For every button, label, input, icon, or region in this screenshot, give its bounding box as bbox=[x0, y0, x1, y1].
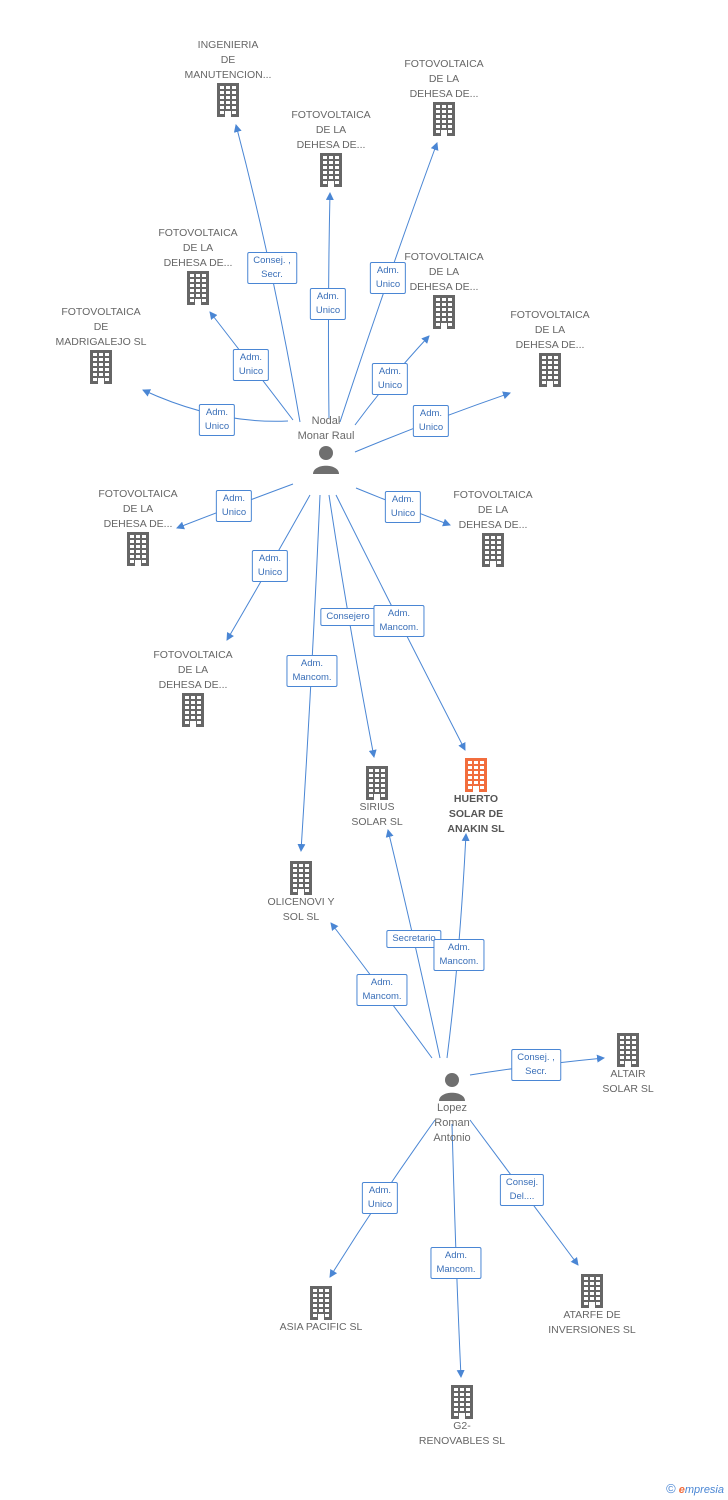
company-label: SIRIUS SOLAR SL bbox=[351, 801, 403, 828]
company-node-altair[interactable]: ALTAIR SOLAR SL bbox=[573, 1033, 683, 1097]
company-node-olicenovi[interactable]: OLICENOVI Y SOL SL bbox=[246, 861, 356, 925]
building-icon bbox=[246, 861, 356, 895]
building-icon bbox=[173, 83, 283, 117]
building-icon bbox=[421, 758, 531, 792]
company-node-foto6[interactable]: FOTOVOLTAICA DE LA DEHESA DE... bbox=[83, 487, 193, 566]
company-label: FOTOVOLTAICA DE LA DEHESA DE... bbox=[158, 227, 238, 269]
edge-label-nodal-foto4: Adm. Unico bbox=[371, 363, 409, 395]
edge-label-nodal-foto6: Adm. Unico bbox=[215, 490, 253, 522]
edge-label-nodal-sirius: Consejero bbox=[320, 608, 376, 626]
company-label: INGENIERIA DE MANUTENCION... bbox=[184, 39, 272, 81]
company-label: FOTOVOLTAICA DE LA DEHESA DE... bbox=[404, 58, 484, 100]
building-icon bbox=[407, 1385, 517, 1419]
company-node-g2[interactable]: G2- RENOVABLES SL bbox=[407, 1385, 517, 1449]
edge-label-nodal-foto8: Adm. Unico bbox=[251, 550, 289, 582]
building-icon bbox=[438, 533, 548, 567]
company-node-foto3[interactable]: FOTOVOLTAICA DE LA DEHESA DE... bbox=[143, 226, 253, 305]
edge-label-nodal-huerto: Adm. Mancom. bbox=[373, 605, 425, 637]
company-node-sirius[interactable]: SIRIUS SOLAR SL bbox=[322, 766, 432, 830]
edge-label-nodal-foto3: Adm. Unico bbox=[232, 349, 270, 381]
edge-label-nodal-foto2: Adm. Unico bbox=[309, 288, 347, 320]
person-node-nodal[interactable]: Nodal Monar Raul bbox=[271, 414, 381, 474]
company-node-foto1[interactable]: FOTOVOLTAICA DE LA DEHESA DE... bbox=[389, 57, 499, 136]
building-icon bbox=[389, 295, 499, 329]
building-icon bbox=[266, 1286, 376, 1320]
building-icon bbox=[138, 693, 248, 727]
copyright-footer: ©empresia bbox=[666, 1481, 724, 1496]
edge-label-nodal-ingenieria: Consej. , Secr. bbox=[247, 252, 297, 284]
company-node-asia[interactable]: ASIA PACIFIC SL bbox=[266, 1286, 376, 1335]
building-icon bbox=[389, 102, 499, 136]
company-node-foto2[interactable]: FOTOVOLTAICA DE LA DEHESA DE... bbox=[276, 108, 386, 187]
building-icon bbox=[322, 766, 432, 800]
edge-label-lopez-huerto: Adm. Mancom. bbox=[433, 939, 485, 971]
person-label: Lopez Roman Antonio bbox=[433, 1102, 471, 1144]
company-label: ASIA PACIFIC SL bbox=[279, 1321, 363, 1333]
company-node-ingenieria[interactable]: INGENIERIA DE MANUTENCION... bbox=[173, 38, 283, 117]
edge-label-lopez-g2: Adm. Mancom. bbox=[430, 1247, 482, 1279]
edge-label-nodal-foto1: Adm. Unico bbox=[369, 262, 407, 294]
edge-label-nodal-madrigalejo: Adm. Unico bbox=[198, 404, 236, 436]
company-label: HUERTO SOLAR DE ANAKIN SL bbox=[447, 793, 505, 835]
building-icon bbox=[276, 153, 386, 187]
edge-label-lopez-asia: Adm. Unico bbox=[361, 1182, 399, 1214]
company-label: ATARFE DE INVERSIONES SL bbox=[548, 1309, 636, 1336]
edge-label-lopez-altair: Consej. , Secr. bbox=[511, 1049, 561, 1081]
company-node-huerto[interactable]: HUERTO SOLAR DE ANAKIN SL bbox=[421, 758, 531, 837]
person-icon bbox=[271, 444, 381, 474]
company-node-foto7[interactable]: FOTOVOLTAICA DE LA DEHESA DE... bbox=[438, 488, 548, 567]
company-label: FOTOVOLTAICA DE LA DEHESA DE... bbox=[291, 109, 371, 151]
building-icon bbox=[83, 532, 193, 566]
company-label: FOTOVOLTAICA DE LA DEHESA DE... bbox=[98, 488, 178, 530]
company-node-madrigalejo[interactable]: FOTOVOLTAICA DE MADRIGALEJO SL bbox=[46, 305, 156, 384]
company-label: FOTOVOLTAICA DE LA DEHESA DE... bbox=[404, 251, 484, 293]
building-icon bbox=[143, 271, 253, 305]
brand-name: mpresia bbox=[684, 1484, 724, 1496]
company-node-foto4[interactable]: FOTOVOLTAICA DE LA DEHESA DE... bbox=[389, 250, 499, 329]
company-node-foto8[interactable]: FOTOVOLTAICA DE LA DEHESA DE... bbox=[138, 648, 248, 727]
company-node-atarfe[interactable]: ATARFE DE INVERSIONES SL bbox=[537, 1274, 647, 1338]
company-label: FOTOVOLTAICA DE LA DEHESA DE... bbox=[453, 489, 533, 531]
building-icon bbox=[537, 1274, 647, 1308]
edge-label-nodal-foto7: Adm. Unico bbox=[384, 491, 422, 523]
edge-nodal-sirius bbox=[328, 494, 377, 758]
company-label: G2- RENOVABLES SL bbox=[418, 1420, 506, 1447]
person-node-lopez[interactable]: Lopez Roman Antonio bbox=[397, 1071, 507, 1146]
building-icon bbox=[46, 350, 156, 384]
person-label: Nodal Monar Raul bbox=[297, 415, 355, 442]
company-node-foto5[interactable]: FOTOVOLTAICA DE LA DEHESA DE... bbox=[495, 308, 605, 387]
brand-initial: e bbox=[678, 1484, 685, 1496]
person-icon bbox=[397, 1071, 507, 1101]
company-label: OLICENOVI Y SOL SL bbox=[267, 896, 335, 923]
building-icon bbox=[495, 353, 605, 387]
building-icon bbox=[573, 1033, 683, 1067]
edge-label-nodal-foto5: Adm. Unico bbox=[412, 405, 450, 437]
edge-label-lopez-atarfe: Consej. Del.... bbox=[499, 1174, 545, 1206]
edge-label-nodal-olicenovi: Adm. Mancom. bbox=[286, 655, 338, 687]
company-label: FOTOVOLTAICA DE LA DEHESA DE... bbox=[153, 649, 233, 691]
company-label: FOTOVOLTAICA DE LA DEHESA DE... bbox=[510, 309, 590, 351]
copyright-icon: © bbox=[666, 1481, 676, 1496]
edge-label-lopez-olicenovi: Adm. Mancom. bbox=[356, 974, 408, 1006]
company-label: FOTOVOLTAICA DE MADRIGALEJO SL bbox=[55, 306, 147, 348]
company-label: ALTAIR SOLAR SL bbox=[602, 1068, 654, 1095]
